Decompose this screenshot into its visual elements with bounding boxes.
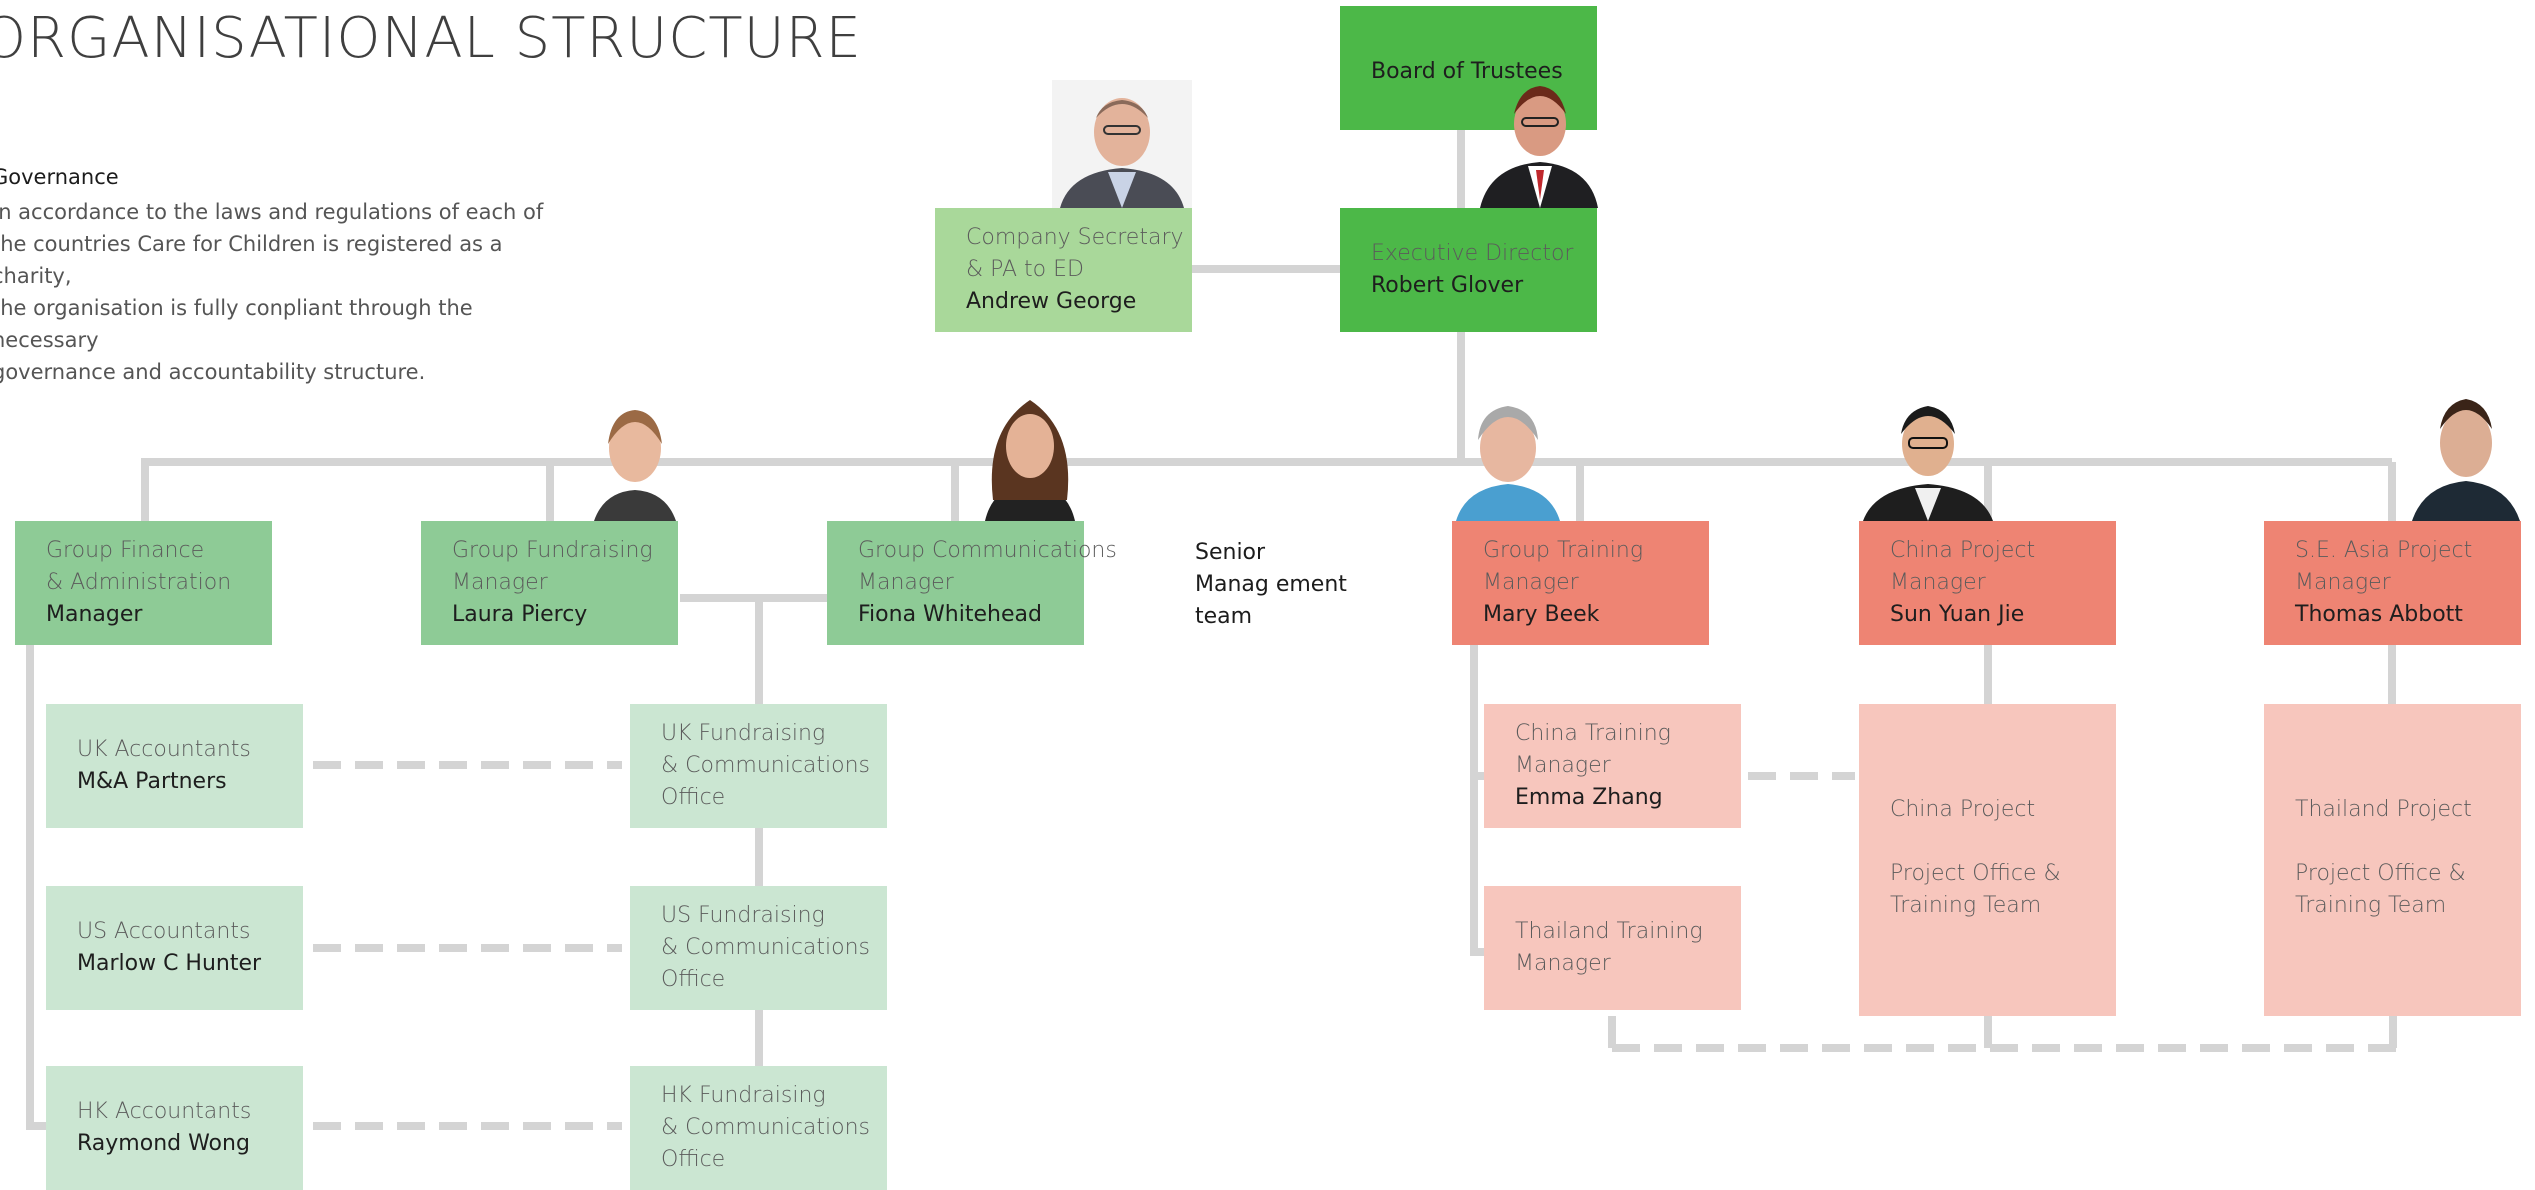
box-label: US Fundraising — [661, 903, 825, 928]
box-name: Marlow C Hunter — [77, 951, 262, 976]
box-name: Thomas Abbott — [2295, 602, 2463, 627]
box-label: Group Training — [1483, 538, 1644, 563]
box-label: UK Accountants — [77, 737, 251, 762]
box-label: Group Fundraising — [452, 538, 653, 563]
box-label: Training Team — [2295, 893, 2447, 918]
box-label: Office — [661, 1147, 726, 1172]
sea-project-manager-box: S.E. Asia Project Manager Thomas Abbott — [2264, 521, 2521, 645]
box-label: & Communications — [661, 935, 871, 960]
portrait-photo — [1052, 80, 1192, 208]
box-label: Training Team — [1890, 893, 2042, 918]
portrait-photo — [1452, 390, 1564, 521]
box-label: Office — [661, 785, 726, 810]
group-finance-box: Group Finance & Administration Manager — [15, 521, 272, 645]
box-label: China Training — [1515, 721, 1671, 746]
thailand-project-office-box: Thailand Project Project Office & Traini… — [2264, 704, 2521, 1016]
governance-text: In accordance to the laws and regulation… — [0, 196, 552, 388]
portrait-photo — [2410, 385, 2521, 521]
executive-director-box: Executive Director Robert Glover — [1340, 208, 1597, 332]
box-label: HK Fundraising — [661, 1083, 826, 1108]
governance-line: In accordance to the laws and regulation… — [0, 200, 544, 224]
box-label: Manager — [1515, 951, 1611, 976]
box-name: Board of Trustees — [1371, 59, 1563, 84]
governance-line: the countries Care for Children is regis… — [0, 232, 503, 288]
china-training-manager-box: China Training Manager Emma Zhang — [1484, 704, 1741, 828]
box-name: Raymond Wong — [77, 1131, 250, 1156]
box-label: UK Fundraising — [661, 721, 826, 746]
box-name: Laura Piercy — [452, 602, 588, 627]
page-title: ORGANISATIONAL STRUCTURE — [0, 6, 862, 71]
box-label: & Communications — [661, 753, 871, 778]
box-label: Office — [661, 967, 726, 992]
us-fundraising-office-box: US Fundraising & Communications Office — [630, 886, 887, 1010]
us-accountants-box: US Accountants Marlow C Hunter — [46, 886, 303, 1010]
senior-line: Senior — [1195, 540, 1266, 565]
box-label: Manager — [452, 570, 548, 595]
box-label: Manager — [1483, 570, 1579, 595]
box-name: Emma Zhang — [1515, 785, 1663, 810]
group-training-box: Group Training Manager Mary Beek — [1452, 521, 1709, 645]
thailand-training-manager-box: Thailand Training Manager — [1484, 886, 1741, 1010]
box-label: Thailand Project — [2295, 797, 2472, 822]
box-label: Project Office & — [2295, 861, 2466, 886]
box-name: Mary Beek — [1483, 602, 1600, 627]
hk-fundraising-office-box: HK Fundraising & Communications Office — [630, 1066, 887, 1190]
box-name: Robert Glover — [1371, 273, 1524, 298]
governance-heading: Governance — [0, 165, 119, 189]
hk-accountants-box: HK Accountants Raymond Wong — [46, 1066, 303, 1190]
box-name: M&A Partners — [77, 769, 227, 794]
box-name: Andrew George — [966, 289, 1137, 314]
box-label: US Accountants — [77, 919, 251, 944]
box-label: China Project — [1890, 797, 2036, 822]
box-label: Manager — [1515, 753, 1611, 778]
group-fundraising-box: Group Fundraising Manager Laura Piercy — [421, 521, 678, 645]
box-label: Thailand Training — [1515, 919, 1703, 944]
box-label: China Project — [1890, 538, 2036, 563]
portrait-photo — [590, 400, 680, 521]
group-communications-box: Group Communications Manager Fiona White… — [827, 521, 1117, 645]
portrait-photo — [1480, 70, 1598, 208]
senior-management-label: Senior Manag ement team — [1195, 537, 1347, 633]
box-label: HK Accountants — [77, 1099, 252, 1124]
box-name: Fiona Whitehead — [858, 602, 1042, 627]
box-label: & Administration — [46, 570, 232, 595]
box-label: Project Office & — [1890, 861, 2061, 886]
box-label: Manager — [858, 570, 954, 595]
box-name: Manager — [46, 602, 143, 627]
box-label: Company Secretary — [966, 225, 1184, 250]
box-label: Executive Director — [1371, 241, 1574, 266]
box-label: Group Finance — [46, 538, 205, 563]
governance-line: governance and accountability structure. — [0, 360, 426, 384]
box-label: Manager — [2295, 570, 2391, 595]
china-project-manager-box: China Project Manager Sun Yuan Jie — [1859, 521, 2116, 645]
portrait-photo — [1859, 392, 1997, 521]
box-label: & Communications — [661, 1115, 871, 1140]
company-secretary-box: Company Secretary & PA to ED Andrew Geor… — [935, 208, 1192, 332]
governance-line: the organisation is fully conpliant thro… — [0, 296, 473, 352]
portrait-photo — [975, 390, 1085, 521]
senior-line: team — [1195, 604, 1253, 629]
box-label: & PA to ED — [966, 257, 1084, 282]
box-label: Group Communications — [858, 538, 1117, 563]
box-label: Manager — [1890, 570, 1986, 595]
senior-line: Manag ement — [1195, 572, 1347, 597]
uk-accountants-box: UK Accountants M&A Partners — [46, 704, 303, 828]
uk-fundraising-office-box: UK Fundraising & Communications Office — [630, 704, 887, 828]
box-label: S.E. Asia Project — [2295, 538, 2473, 563]
box-name: Sun Yuan Jie — [1890, 602, 2025, 627]
china-project-office-box: China Project Project Office & Training … — [1859, 704, 2116, 1016]
